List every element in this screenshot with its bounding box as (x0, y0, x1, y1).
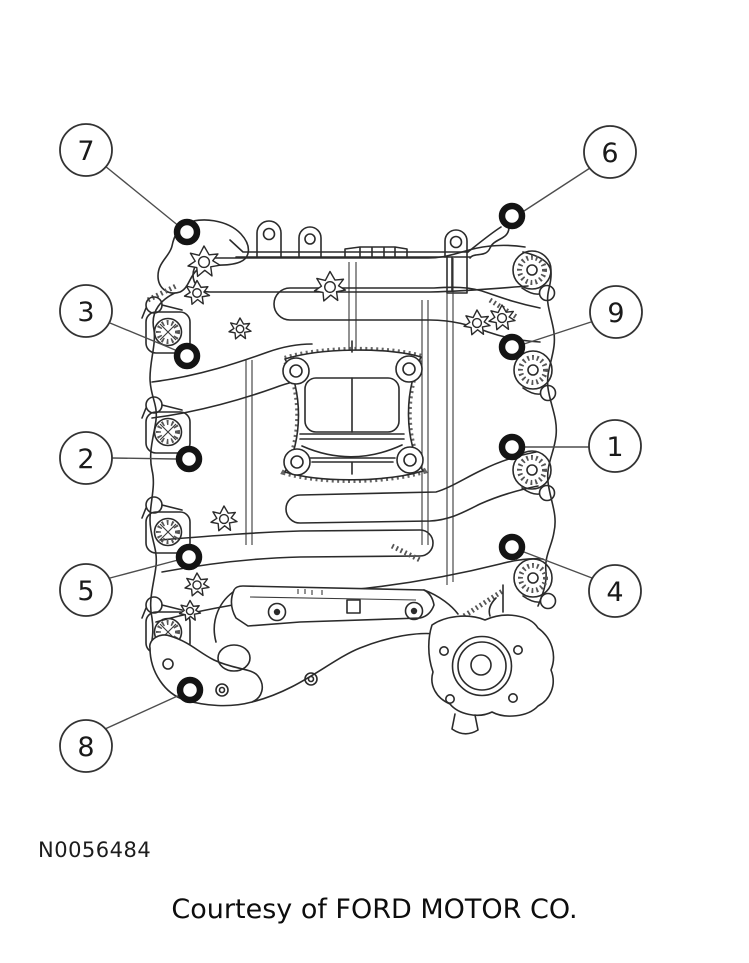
leader-line-5 (109, 559, 179, 579)
courtesy-caption: Courtesy of FORD MOTOR CO. (171, 894, 578, 925)
water-outlet-housing (427, 614, 555, 735)
bolt-marker-3 (173, 342, 201, 370)
figure-reference-number: N0056484 (38, 838, 152, 862)
callout-9-label: 9 (607, 298, 624, 329)
star-burst (229, 318, 251, 339)
callout-2-label: 2 (77, 444, 94, 475)
leader-line-2 (111, 457, 177, 460)
injector-boss (142, 397, 190, 453)
callouts: 1 2 3 4 5 6 7 (59, 123, 643, 773)
callout-3-label: 3 (77, 297, 94, 328)
star-burst (180, 601, 201, 621)
bolt-marker-7 (173, 218, 201, 246)
bolt-marker-1 (498, 433, 526, 461)
bolt-marker-6 (498, 202, 526, 230)
bolt-marker-8 (176, 676, 204, 704)
callout-5-label: 5 (77, 576, 94, 607)
star-burst (211, 506, 237, 531)
callout-4: 4 (588, 564, 642, 618)
bolt-marker-9 (498, 333, 526, 361)
callout-5: 5 (59, 563, 113, 617)
callout-3: 3 (59, 284, 113, 338)
manifold-body (142, 219, 556, 735)
leader-line-4 (523, 551, 593, 579)
front-rail (213, 584, 504, 703)
callout-4-label: 4 (606, 577, 623, 608)
callout-8: 8 (59, 719, 113, 773)
leader-line-3 (109, 322, 181, 353)
leader-line-8 (104, 693, 183, 730)
leader-line-7 (104, 165, 181, 228)
throttle-body-pad (280, 340, 428, 483)
injector-boss (514, 559, 556, 609)
leader-line-6 (523, 167, 591, 212)
star-burst (185, 573, 209, 596)
callout-6-label: 6 (601, 138, 618, 169)
star-burst (489, 305, 515, 330)
bolt-marker-4 (498, 533, 526, 561)
injector-boss (142, 497, 190, 553)
callout-8-label: 8 (77, 732, 94, 763)
bolt-markers (173, 202, 526, 704)
foot-flange (149, 634, 318, 707)
callout-6: 6 (583, 125, 637, 179)
bolt-marker-2 (175, 445, 203, 473)
star-burst (315, 272, 346, 301)
callout-7-label: 7 (77, 136, 94, 167)
callout-7: 7 (59, 123, 113, 177)
leader-lines (104, 165, 593, 730)
callout-2: 2 (59, 431, 113, 485)
bolt-marker-5 (175, 543, 203, 571)
callout-1: 1 (588, 419, 642, 473)
callout-1-label: 1 (606, 432, 623, 463)
leader-line-9 (523, 321, 592, 345)
callout-9: 9 (589, 285, 643, 339)
